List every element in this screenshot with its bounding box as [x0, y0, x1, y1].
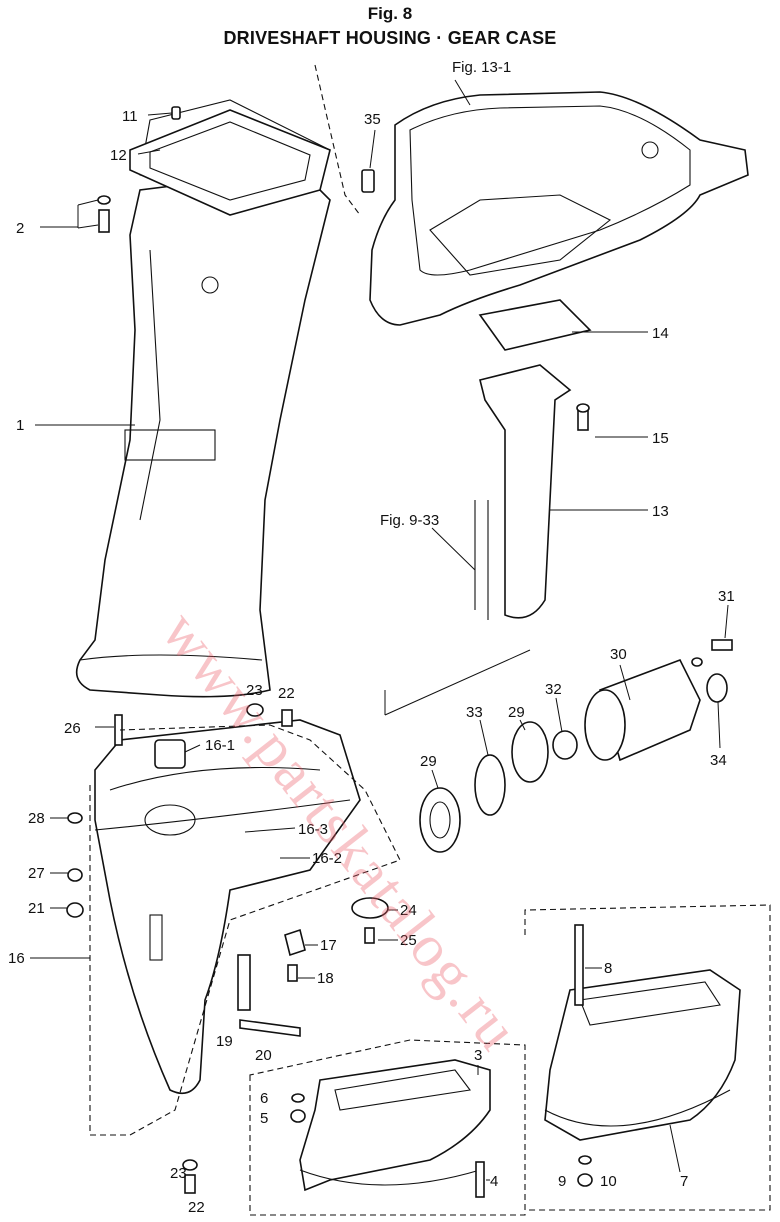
figure-number: Fig. 8 — [367, 4, 413, 23]
ref-fig-13-1: Fig. 13-1 — [452, 59, 511, 76]
bottom-cowling — [369, 91, 749, 326]
washer-23b — [182, 1159, 198, 1171]
gear-case-group — [89, 724, 401, 1136]
callout-33: 33 — [466, 704, 483, 721]
callout-16-3: 16-3 — [298, 821, 328, 838]
extension-7 — [544, 969, 741, 1141]
plate-24 — [351, 897, 389, 919]
callout-23a: 23 — [246, 682, 263, 699]
ref-fig-9-33: Fig. 9-33 — [380, 512, 439, 529]
gear-case — [94, 719, 361, 1095]
callout-21: 21 — [28, 900, 45, 917]
callout-13: 13 — [652, 503, 669, 520]
callout-20: 20 — [255, 1047, 272, 1064]
callout-24: 24 — [400, 902, 417, 919]
screw-25 — [364, 927, 375, 944]
nut-27 — [67, 868, 83, 882]
callout-29b: 29 — [420, 753, 437, 770]
rubber-mount — [361, 169, 375, 193]
callout-8: 8 — [604, 960, 612, 977]
callout-22a: 22 — [278, 685, 295, 702]
washer-9 — [578, 1155, 592, 1165]
callout-19: 19 — [216, 1033, 233, 1050]
callout-15: 15 — [652, 430, 669, 447]
callout-5: 5 — [260, 1110, 268, 1127]
callout-32: 32 — [545, 681, 562, 698]
callout-7: 7 — [680, 1173, 688, 1190]
washer-6 — [291, 1093, 305, 1103]
nut-5 — [290, 1109, 306, 1123]
exhaust-tube — [479, 364, 572, 619]
callout-35: 35 — [364, 111, 381, 128]
callout-31: 31 — [718, 588, 735, 605]
callout-16-1: 16-1 — [205, 737, 235, 754]
water-strainer-17 — [284, 928, 306, 957]
callout-29a: 29 — [508, 704, 525, 721]
spring-19 — [237, 954, 251, 1011]
callout-23b: 23 — [170, 1165, 187, 1182]
callout-22b: 22 — [188, 1199, 205, 1216]
callout-2: 2 — [16, 220, 24, 237]
dowel-pin — [171, 106, 181, 120]
extension-3-group — [249, 1039, 526, 1216]
callout-18: 18 — [317, 970, 334, 987]
callout-28: 28 — [28, 810, 45, 827]
leader-fig13 — [454, 79, 471, 106]
callout-26: 26 — [64, 720, 81, 737]
callout-4: 4 — [490, 1173, 498, 1190]
driveshaft-housing — [75, 99, 331, 698]
callout-16: 16 — [8, 950, 25, 967]
gasket — [129, 109, 331, 216]
washer-28 — [67, 812, 83, 824]
gasket-14 — [478, 299, 592, 351]
callout-17: 17 — [320, 937, 337, 954]
callout-27: 27 — [28, 865, 45, 882]
callout-25: 25 — [400, 932, 417, 949]
nut-10 — [577, 1173, 593, 1187]
callout-30: 30 — [610, 646, 627, 663]
callout-11: 11 — [122, 108, 138, 125]
screw-22 — [281, 709, 293, 727]
bolts-2 — [97, 195, 111, 233]
washer-23 — [246, 703, 264, 717]
stud-4 — [475, 1161, 485, 1198]
callout-16-2: 16-2 — [312, 850, 342, 867]
extension-7-group — [524, 904, 771, 1211]
bolt-20 — [239, 1019, 301, 1037]
bearing-housing — [419, 639, 733, 853]
callout-6: 6 — [260, 1090, 268, 1107]
mount-guide — [314, 64, 361, 216]
callout-1: 1 — [16, 417, 24, 434]
callout-10: 10 — [600, 1173, 617, 1190]
leader-lines — [30, 112, 729, 1181]
callout-9: 9 — [558, 1173, 566, 1190]
bolt-15 — [577, 409, 589, 431]
nut-21 — [66, 902, 84, 918]
figure-title: DRIVESHAFT HOUSING · GEAR CASE — [223, 28, 557, 48]
callout-12: 12 — [110, 147, 127, 164]
callout-14: 14 — [652, 325, 669, 342]
callout-34: 34 — [710, 752, 727, 769]
screw-18 — [287, 964, 298, 982]
screw-22b — [184, 1174, 196, 1194]
extension-3 — [299, 1059, 491, 1192]
stud-8 — [574, 924, 584, 1006]
bushing-16-1 — [154, 739, 186, 769]
callout-3: 3 — [474, 1047, 482, 1064]
